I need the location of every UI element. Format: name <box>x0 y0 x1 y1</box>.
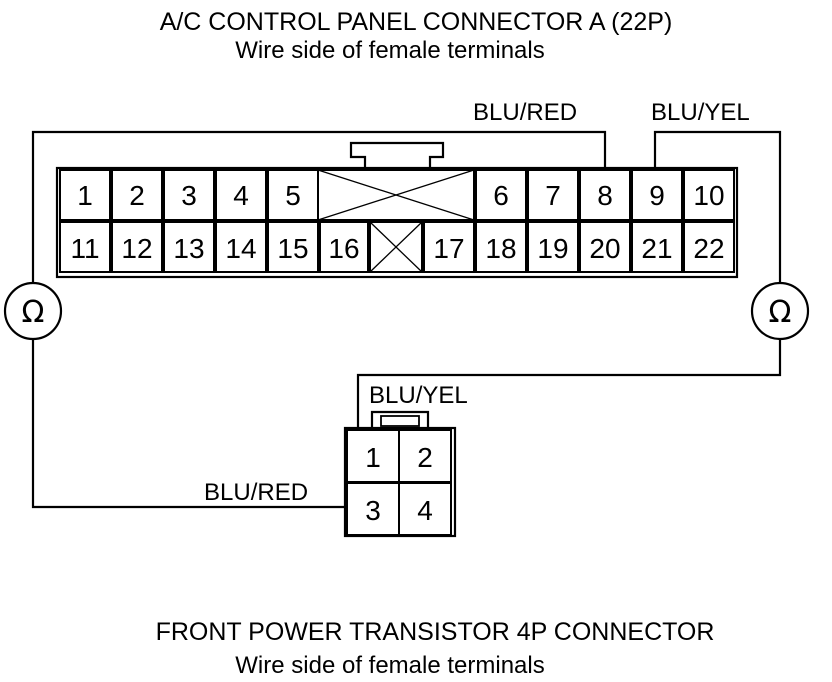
connector-a-cavity-5 <box>267 169 319 221</box>
wire-label-top-left: BLU/RED <box>473 99 577 126</box>
wire-label-bottom-top: BLU/YEL <box>369 382 468 409</box>
connector-a-pin-17: 17 <box>433 233 464 264</box>
connector-a-pin-22: 22 <box>693 233 724 264</box>
connector-a-pin-6: 6 <box>493 180 509 211</box>
connector-a-pin-14: 14 <box>225 233 256 264</box>
connector-a-cavity-21 <box>631 221 683 273</box>
connector-a-pin-5: 5 <box>285 180 301 211</box>
connector-a-pin-16: 16 <box>328 233 359 264</box>
connector-a-pin-12: 12 <box>121 233 152 264</box>
connector-b-cavity-1 <box>346 429 400 483</box>
wire-blu-red <box>31 130 607 509</box>
connector-a-pin-18: 18 <box>485 233 516 264</box>
connector-a-pin-8: 8 <box>597 180 613 211</box>
connector-a-cavity-4 <box>215 169 267 221</box>
connector-b-4p: 1 2 3 4 <box>343 410 457 538</box>
ohm-symbol-left: Ω <box>22 295 45 330</box>
connector-a-cavity-10 <box>683 169 735 221</box>
connector-a-cavity-1 <box>59 169 111 221</box>
connector-a-pin-11: 11 <box>70 233 99 264</box>
wire-blu-yel <box>356 130 782 428</box>
connector-a-pin-4: 4 <box>233 180 249 211</box>
connector-a-pin-15: 15 <box>277 233 308 264</box>
bottom-title: FRONT POWER TRANSISTOR 4P CONNECTOR <box>156 618 715 646</box>
connector-b-cavity-4 <box>398 482 452 536</box>
connector-a-cavity-15 <box>267 221 319 273</box>
connector-a-cavity-17 <box>423 221 475 273</box>
connector-a-pin-9: 9 <box>649 180 665 211</box>
ohm-symbol-right: Ω <box>769 295 792 330</box>
top-subtitle: Wire side of female terminals <box>235 37 544 64</box>
connector-b-pin-1: 1 <box>365 442 381 473</box>
connector-b-lock-tab-inner <box>380 415 420 427</box>
connector-a-cavity-2 <box>111 169 163 221</box>
connector-a-cavity-20 <box>579 221 631 273</box>
wire-label-top-right: BLU/YEL <box>651 99 750 126</box>
connector-a-cavity-8 <box>579 169 631 221</box>
connector-a-cavity-6 <box>475 169 527 221</box>
connector-a-cavity-7 <box>527 169 579 221</box>
connector-a-cavity-18 <box>475 221 527 273</box>
connector-a-blank-cavity-top <box>317 169 475 221</box>
connector-b-pin-3: 3 <box>365 495 381 526</box>
connector-a-lock-tab <box>349 141 445 170</box>
connector-a-pin-2: 2 <box>129 180 145 211</box>
connector-a-cavity-13 <box>163 221 215 273</box>
wire-label-bottom-left: BLU/RED <box>204 479 308 506</box>
connector-a-cavity-11 <box>59 221 111 273</box>
connector-a-pin-19: 19 <box>537 233 568 264</box>
top-title: A/C CONTROL PANEL CONNECTOR A (22P) <box>160 8 673 36</box>
connector-a-pin-10: 10 <box>693 180 724 211</box>
connector-a-pin-20: 20 <box>589 233 620 264</box>
connector-b-pin-2: 2 <box>417 442 433 473</box>
connector-a-blank-cavity-bottom <box>369 221 423 273</box>
connector-a-pin-1: 1 <box>77 180 93 211</box>
connector-b-lock-tab <box>370 410 430 428</box>
connector-a-pin-7: 7 <box>545 180 561 211</box>
ohmmeter-left: Ω <box>3 281 63 341</box>
connector-a-cavity-16 <box>319 221 369 273</box>
connector-a-pin-21: 21 <box>641 233 672 264</box>
connector-a-cavity-12 <box>111 221 163 273</box>
connector-a-pin-13: 13 <box>173 233 204 264</box>
bottom-subtitle: Wire side of female terminals <box>235 652 544 679</box>
connector-a-cavity-14 <box>215 221 267 273</box>
connector-a-cavity-9 <box>631 169 683 221</box>
ohmmeter-right-circle <box>750 281 810 341</box>
connector-a-pin-3: 3 <box>181 180 197 211</box>
connector-b-cavity-3 <box>346 482 400 536</box>
connector-b-cavity-2 <box>398 429 452 483</box>
connector-a-cavity-3 <box>163 169 215 221</box>
connector-a-cavity-19 <box>527 221 579 273</box>
connector-a-cavity-22 <box>683 221 735 273</box>
ohmmeter-left-circle <box>3 281 63 341</box>
connector-b-pin-4: 4 <box>417 495 433 526</box>
ohmmeter-right: Ω <box>750 281 810 341</box>
